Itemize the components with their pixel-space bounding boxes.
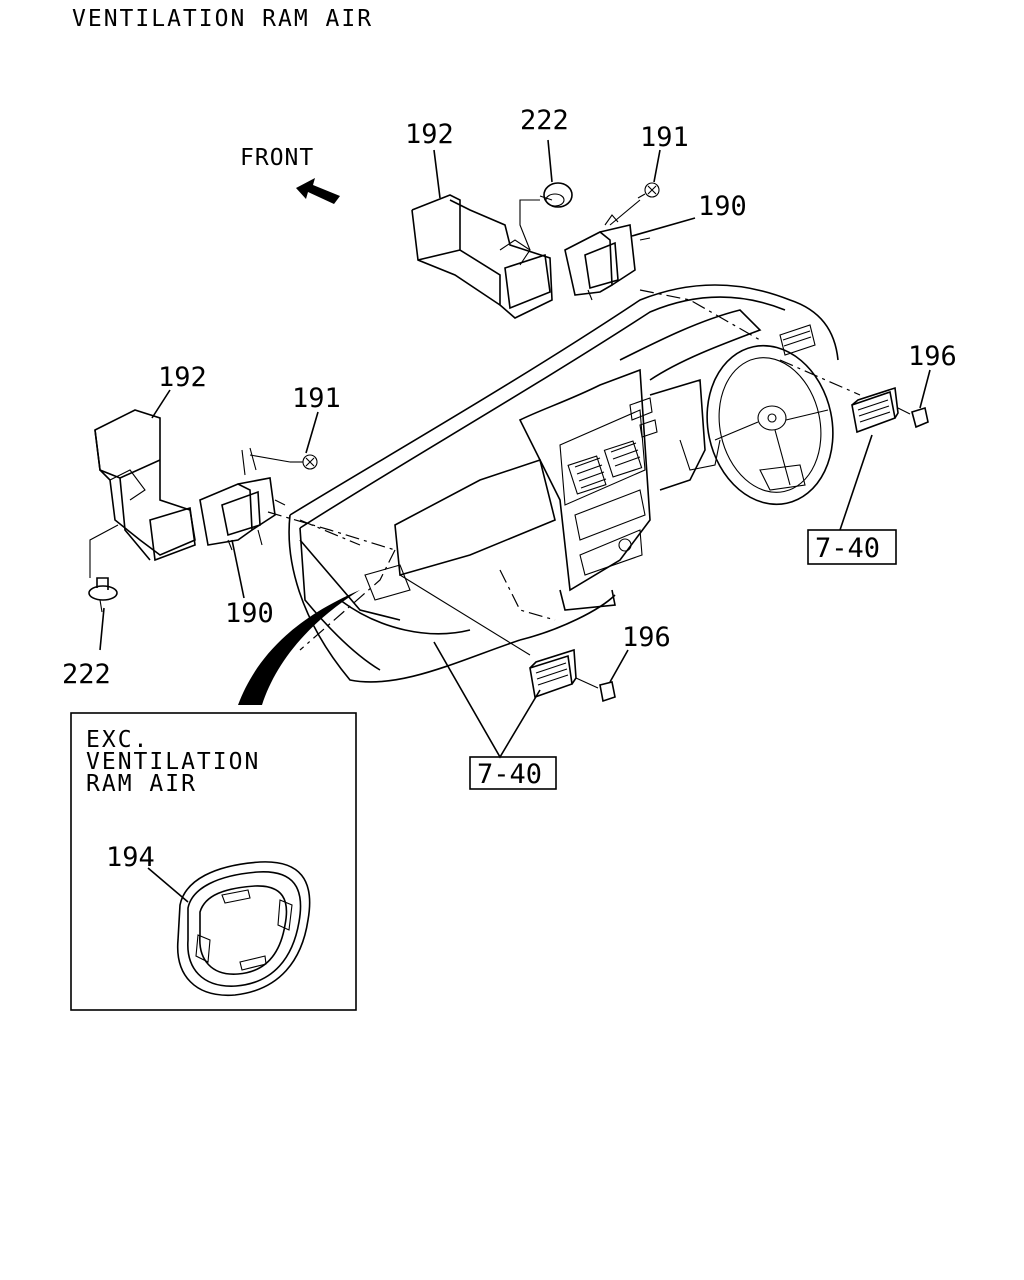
dashboard-assembly [267, 284, 861, 683]
inset-label-line-1: EXC. [86, 727, 149, 753]
diagram-title: VENTILATION RAM AIR [72, 6, 373, 32]
leader-vent-center-path [399, 574, 531, 656]
vent-bezel-194 [176, 861, 311, 996]
left-grommet [88, 577, 118, 613]
callout-screw-upper: 191 [640, 122, 689, 153]
left-air-duct [94, 409, 196, 562]
leader-duct-upper [433, 149, 441, 199]
inset-label-line-3: RAM AIR [86, 771, 197, 797]
upper-screw [637, 182, 660, 199]
leader-screw-left-path [249, 454, 291, 463]
inset-label-line-2: VENTILATION [86, 749, 260, 775]
leader-ref-right [839, 434, 873, 531]
upper-air-duct [411, 194, 553, 319]
leader-inset-part [147, 867, 189, 903]
leader-grommet-left [99, 607, 105, 651]
leader-bracket-upper [631, 217, 696, 237]
leader-screw-upper-path [609, 199, 641, 226]
leader-bracket-left [231, 539, 245, 599]
ref-box-center [469, 756, 557, 790]
callout-vent-center: 196 [622, 622, 671, 653]
leader-duct-left [151, 389, 171, 419]
ref-label-right: 7-40 [815, 533, 880, 564]
callout-bracket-left: 190 [225, 598, 274, 629]
left-bracket [199, 447, 286, 551]
leader-grommet-upper-path [519, 199, 540, 251]
callout-bracket-upper: 190 [698, 191, 747, 222]
leader-screw-upper [653, 149, 661, 183]
callout-duct-upper: 192 [405, 119, 454, 150]
front-arrow-icon [296, 178, 340, 204]
callout-duct-left: 192 [158, 362, 207, 393]
callout-screw-left: 191 [292, 383, 341, 414]
callout-inset-part: 194 [106, 842, 155, 873]
upper-bracket [564, 214, 651, 301]
upper-grommet [539, 182, 573, 208]
leader-screw-left [305, 411, 319, 454]
leader-ref-center [433, 641, 541, 759]
inset-pointer [238, 590, 360, 705]
callout-grommet-left: 222 [62, 659, 111, 690]
leader-grommet-upper [547, 139, 553, 183]
center-side-vent [529, 648, 616, 703]
ref-box-right [807, 529, 897, 565]
callout-grommet-upper: 222 [520, 105, 569, 136]
right-side-vent [851, 386, 929, 434]
front-label: FRONT [240, 145, 314, 171]
callout-vent-right: 196 [908, 341, 957, 372]
left-screw [290, 454, 318, 470]
leader-vent-center [609, 649, 629, 683]
leader-grommet-left-path [89, 524, 119, 578]
leader-vent-right [919, 369, 931, 409]
ref-label-center: 7-40 [477, 759, 542, 790]
inset-box [70, 712, 357, 1011]
